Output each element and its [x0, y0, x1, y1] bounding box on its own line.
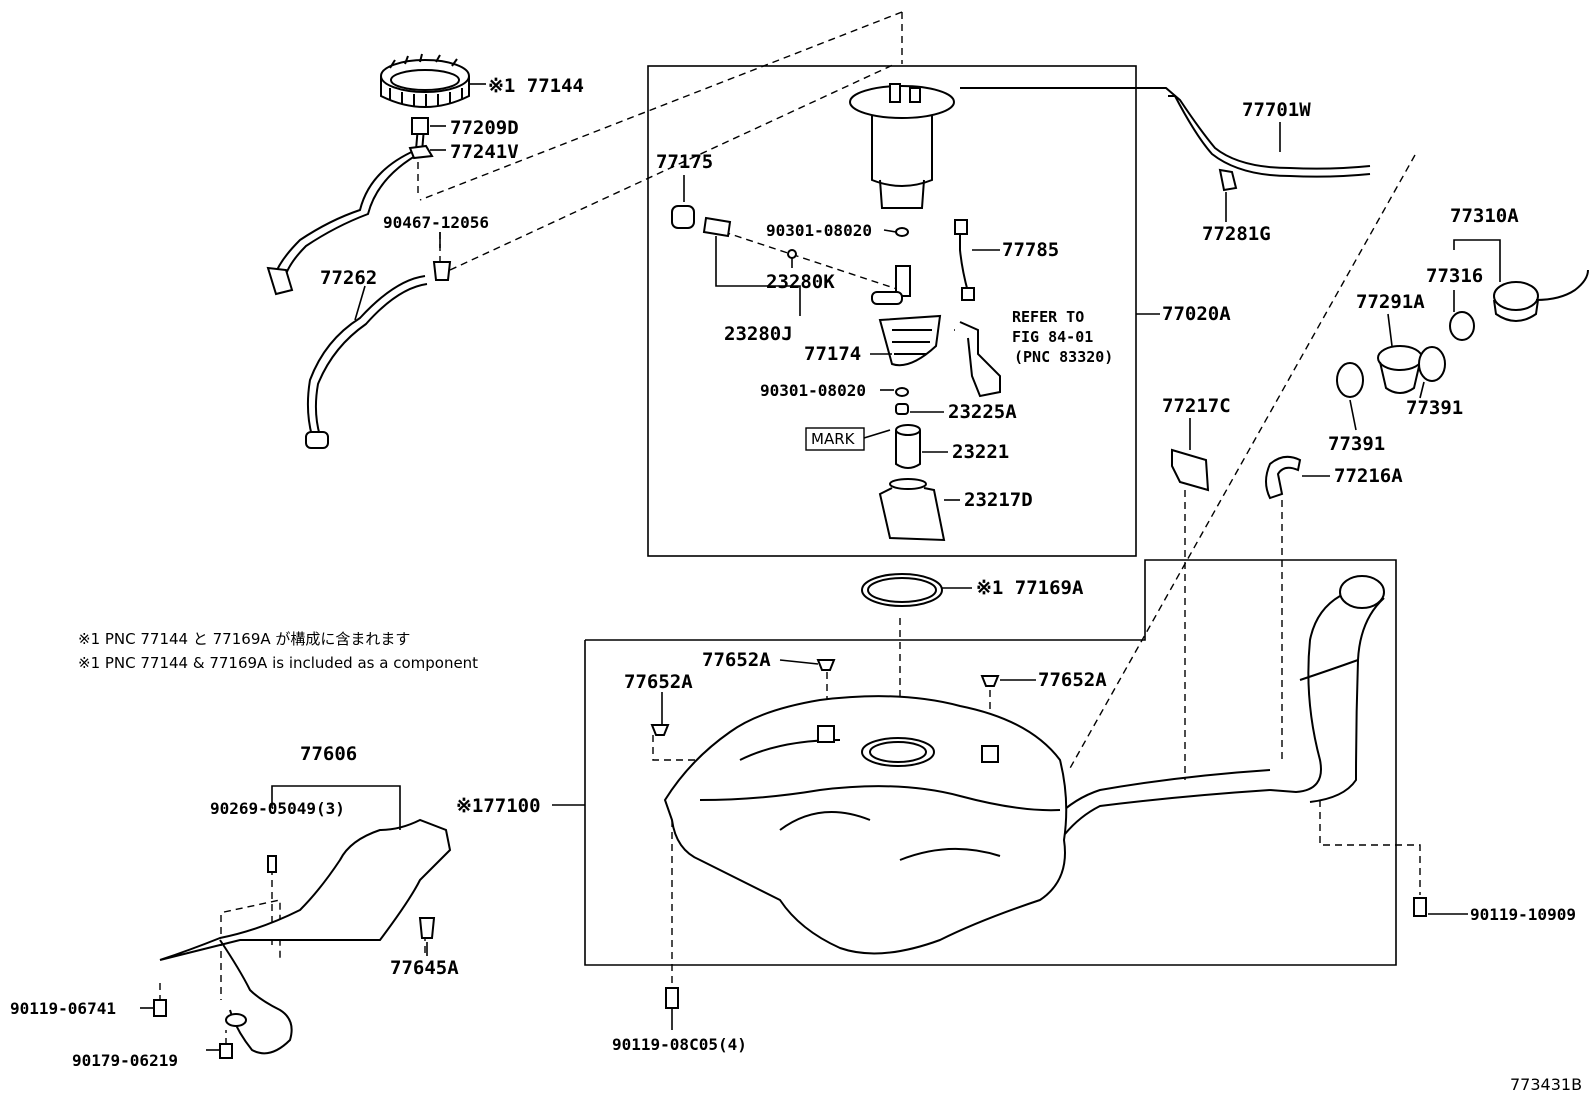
- gasket-77316: [1449, 311, 1475, 341]
- label-90301-08020-bottom: 90301-08020: [760, 381, 866, 400]
- label-77645A: 77645A: [390, 957, 459, 979]
- refer-line-3: (PNC 83320): [1014, 348, 1113, 366]
- label-77217C: 77217C: [1162, 395, 1231, 417]
- label-90119-10909: 90119-10909: [1470, 905, 1576, 924]
- label-77391-left: 77391: [1328, 433, 1385, 455]
- clip-77652A-top: [816, 659, 836, 671]
- retainer-ring-77144: [380, 53, 470, 108]
- label-90467-12056: 90467-12056: [383, 213, 489, 232]
- label-90269-05049: 90269-05049(3): [210, 799, 345, 818]
- label-mark: MARK: [811, 430, 856, 448]
- refer-line-2: FIG 84-01: [1012, 328, 1093, 346]
- note-japanese: ※1 PNC 77144 と 77169A が構成に含まれます: [78, 630, 410, 648]
- diagram-code: 773431B: [1510, 1075, 1582, 1094]
- label-77020A: 77020A: [1162, 303, 1231, 325]
- label-23225A: 23225A: [948, 401, 1017, 423]
- fuel-pump-23221: [895, 424, 921, 469]
- label-77100: ※177100: [456, 795, 541, 817]
- refer-line-1: REFER TO: [1012, 308, 1084, 326]
- label-90179-06219: 90179-06219: [72, 1051, 178, 1070]
- label-90119-08C05: 90119-08C05(4): [612, 1035, 747, 1054]
- note-english: ※1 PNC 77144 & 77169A is included as a c…: [78, 654, 478, 672]
- filter-77175: [671, 205, 695, 229]
- label-77606: 77606: [300, 743, 357, 765]
- label-90301-08020-top: 90301-08020: [766, 221, 872, 240]
- o-ring-90301-b: [895, 387, 909, 397]
- label-77652A-right: 77652A: [1038, 669, 1107, 691]
- gasket-77169A: [861, 573, 943, 607]
- protector-77217C: [1171, 448, 1210, 492]
- vent-hose-77209D: [274, 125, 419, 276]
- pump-flange-77020A: [849, 83, 955, 209]
- jet-pump-23280J: [702, 216, 732, 238]
- fuel-cap-77310A: [1493, 269, 1589, 322]
- clip-77652A-right: [980, 675, 1000, 687]
- hose-77701W: [960, 87, 1371, 170]
- o-ring-77391-right: [1418, 346, 1446, 382]
- label-77169A: ※1 77169A: [976, 577, 1084, 599]
- label-77701W: 77701W: [1242, 99, 1311, 121]
- label-77391-right: 77391: [1406, 397, 1463, 419]
- label-77291A: 77291A: [1356, 291, 1425, 313]
- protector-77216A: [1265, 455, 1302, 500]
- label-77262: 77262: [320, 267, 377, 289]
- filler-pipe: [1054, 575, 1385, 835]
- wire-77785: [959, 226, 969, 293]
- o-ring-90301-a: [895, 227, 909, 237]
- bolt-90119-06741: [153, 999, 167, 1017]
- tank-assembly-box: [584, 559, 1397, 966]
- pump-body-77174: [871, 265, 942, 367]
- label-77241V: 77241V: [450, 141, 519, 163]
- label-77281G: 77281G: [1202, 223, 1271, 245]
- label-77174: 77174: [804, 343, 861, 365]
- clamp-77281G: [1218, 168, 1238, 192]
- label-77316: 77316: [1426, 265, 1483, 287]
- sender-gauge: [959, 321, 1001, 398]
- fuel-inlet-77291A: [1377, 345, 1423, 394]
- bolt-90269: [267, 855, 277, 873]
- label-23280K: 23280K: [766, 271, 835, 293]
- label-77209D: 77209D: [450, 117, 519, 139]
- label-77144: ※1 77144: [488, 75, 584, 97]
- mark-box: [805, 427, 865, 451]
- clip-77652A-left: [650, 724, 670, 736]
- label-77216A: 77216A: [1334, 465, 1403, 487]
- o-ring-23280K: [787, 249, 797, 259]
- fuel-tank-77100: [663, 695, 1068, 955]
- label-77652A-top: 77652A: [702, 649, 771, 671]
- label-77175: 77175: [656, 151, 713, 173]
- clip-77645A: [418, 917, 436, 939]
- vent-hose-77262: [306, 275, 426, 437]
- o-ring-77391-left: [1336, 362, 1364, 398]
- label-77310A: 77310A: [1450, 205, 1519, 227]
- protector-plate-77606: [159, 818, 452, 1055]
- bolt-90119-10909: [1413, 897, 1427, 917]
- label-23217D: 23217D: [964, 489, 1033, 511]
- leader-lines: [140, 83, 1501, 1051]
- bolt-90119-08C05: [665, 987, 679, 1009]
- label-90119-06741: 90119-06741: [10, 999, 116, 1018]
- filter-23217D: [878, 478, 946, 542]
- label-23221: 23221: [952, 441, 1009, 463]
- label-23280J: 23280J: [724, 323, 793, 345]
- label-77785: 77785: [1002, 239, 1059, 261]
- label-77652A-left: 77652A: [624, 671, 693, 693]
- bolt-90179: [219, 1043, 233, 1059]
- cushion-23225A: [895, 403, 909, 415]
